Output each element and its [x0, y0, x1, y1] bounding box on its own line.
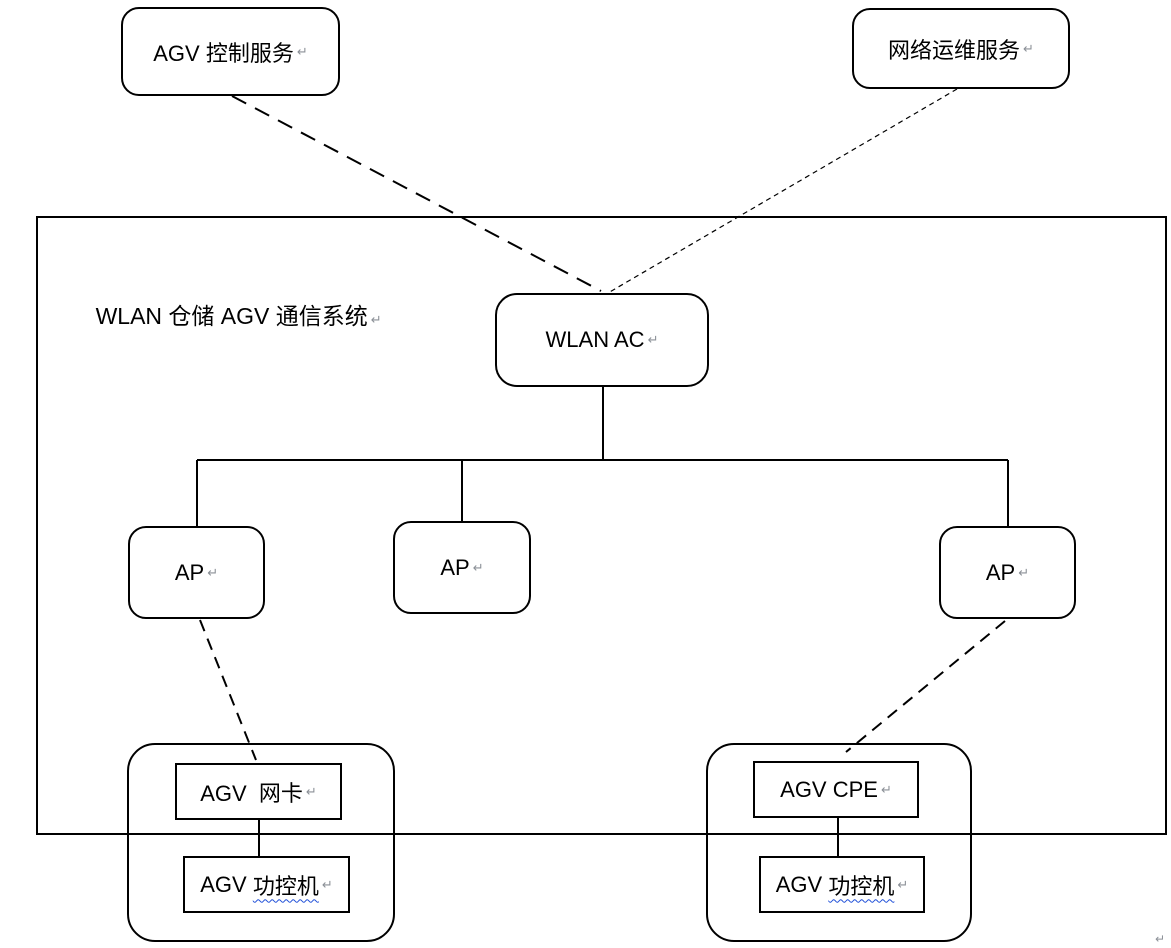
link-ap-right-to-cpe [845, 620, 1006, 753]
agv-controller-right-prefix: AGV [775, 871, 829, 897]
node-ap-right: AP↵ [939, 526, 1076, 619]
node-ap-middle: AP↵ [393, 521, 531, 614]
paragraph-mark: ↵ [472, 559, 484, 575]
system-title: WLAN 仓储 AGV 通信系统↵ [70, 270, 382, 358]
agv-controller-left-prefix: AGV [200, 871, 253, 897]
paragraph-mark: ↵ [1155, 932, 1166, 946]
paragraph-mark: ↵ [1018, 564, 1030, 580]
node-agv-control-service: AGV 控制服务↵ [121, 7, 340, 96]
node-agv-cpe: AGV CPE↵ [753, 761, 919, 818]
node-agv-nic: AGV 网卡↵ [175, 763, 342, 820]
link-ap-left-to-nic [199, 619, 257, 761]
paragraph-mark: ↵ [1023, 40, 1034, 56]
agv-controller-right-term: 功控机 [828, 873, 895, 899]
system-boundary-box [36, 216, 1167, 835]
node-network-ops-service: 网络运维服务↵ [852, 8, 1070, 89]
agv-cpe-label: AGV CPE [780, 776, 878, 802]
paragraph-mark: ↵ [647, 332, 659, 347]
paragraph-mark: ↵ [296, 43, 308, 59]
paragraph-mark: ↵ [321, 876, 333, 892]
ap-left-label: AP [174, 559, 205, 585]
paragraph-mark: ↵ [305, 783, 317, 799]
node-agv-controller-right: AGV 功控机↵ [759, 856, 925, 913]
paragraph-mark: ↵ [880, 781, 892, 797]
group-agv-right [706, 743, 972, 942]
agv-controller-left-term: 功控机 [252, 873, 319, 899]
paragraph-mark: ↵ [207, 564, 219, 580]
ap-right-label: AP [985, 559, 1016, 585]
paragraph-mark: ↵ [370, 312, 382, 327]
node-ap-left: AP↵ [128, 526, 265, 619]
ap-middle-label: AP [440, 554, 470, 580]
network-ops-service-label: 网络运维服务 [888, 37, 1021, 63]
wlan-ac-label: WLAN AC [545, 327, 645, 352]
system-title-text: WLAN 仓储 AGV 通信系统 [95, 303, 368, 329]
agv-nic-label: AGV 网卡 [200, 780, 303, 806]
group-agv-left [127, 743, 395, 942]
link-ops-service-to-ac [607, 88, 958, 294]
node-agv-controller-left: AGV 功控机↵ [183, 856, 350, 913]
agv-control-service-label: AGV 控制服务 [153, 40, 294, 66]
paragraph-mark: ↵ [897, 876, 909, 892]
link-control-service-to-ac [231, 95, 602, 292]
node-wlan-ac: WLAN AC↵ [495, 293, 709, 387]
